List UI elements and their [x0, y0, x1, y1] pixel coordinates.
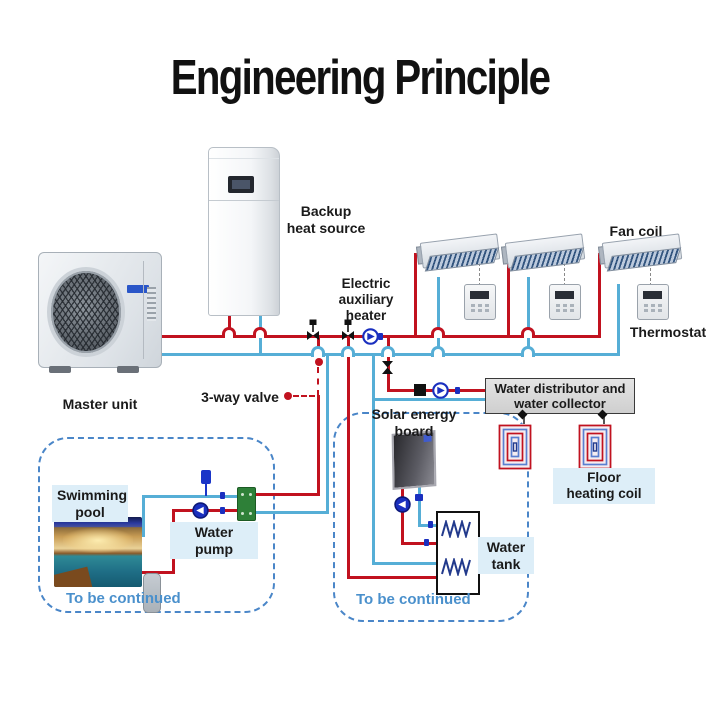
backup-heat-source-label: Backup heat source	[286, 203, 366, 236]
pipe-cold-pool-line	[142, 495, 238, 498]
water-tank-image	[436, 511, 480, 595]
union-fitting	[455, 387, 460, 394]
three-way-valve-label: 3-way valve	[201, 389, 279, 405]
pool-valve-icon	[201, 470, 211, 496]
valve-fitting	[415, 494, 423, 501]
swimming-pool-photo	[54, 517, 142, 587]
cross-valve-icon	[414, 384, 426, 396]
pipe-arc	[521, 346, 535, 357]
union-fitting	[378, 333, 383, 340]
pipe-arc	[431, 346, 445, 357]
pipe-arc	[253, 327, 267, 338]
thermostat-lead	[479, 258, 480, 286]
tank-coil-icon	[441, 558, 471, 576]
pointer-dot	[284, 392, 292, 400]
master-unit-label: Master unit	[62, 396, 138, 412]
union-fitting	[220, 492, 225, 499]
pipe-hot-fc3-riser	[598, 255, 601, 338]
pipe-hot-junction-dot	[315, 358, 323, 366]
union-fitting	[428, 521, 433, 528]
page-title: Engineering Principle	[170, 51, 551, 105]
floor-heating-coil-label: Floor heating coil	[553, 468, 655, 504]
pipe-cold-tank-drop	[372, 356, 375, 565]
floor-heating-coil-2	[578, 424, 612, 470]
control-display	[228, 176, 254, 193]
pipe-hot-pool-out	[139, 571, 175, 574]
pipe-hot-fc1-riser	[414, 255, 417, 335]
pipe-hot-tank-bottom	[347, 576, 439, 579]
tank-coil-icon	[441, 520, 471, 538]
backup-heat-source-image	[208, 147, 280, 316]
thermostat-label: Thermostat	[629, 324, 707, 340]
three-way-valve-icon	[342, 319, 354, 340]
electric-auxiliary-heater-label: Electric auxiliary heater	[338, 276, 394, 323]
pipe-hot-to-tank	[347, 338, 350, 579]
thermostat-3	[637, 284, 669, 320]
thermostat-1	[464, 284, 496, 320]
pipe-cold-solar	[418, 481, 421, 527]
union-fitting	[424, 539, 429, 546]
pump-icon	[362, 328, 379, 345]
fan-grille-icon	[47, 267, 125, 357]
pipe-coil1-stub	[523, 412, 525, 425]
master-unit-image	[38, 252, 162, 613]
water-distributor-box: Water distributor and water collector	[485, 378, 635, 414]
water-pump-label: Water pump	[170, 522, 258, 560]
union-fitting	[220, 507, 225, 514]
fan-coil-unit-2	[500, 233, 588, 286]
pipe-arc	[521, 327, 535, 338]
thermostat-lead	[564, 258, 565, 286]
pump-icon	[432, 382, 449, 399]
solar-energy-board-label: Solar energy board	[371, 406, 457, 439]
pipe-cold-fc2-riser	[527, 277, 530, 348]
thermostat-2	[549, 284, 581, 320]
fan-coil-label: Fan coil	[609, 223, 663, 239]
side-vents	[147, 287, 156, 321]
pipe-coil2-stub	[603, 412, 605, 425]
fan-coil-unit-1	[415, 233, 503, 286]
pipe-arc	[311, 346, 325, 357]
pipe-cold-fc1-riser	[437, 277, 440, 348]
pipe-hot-valve1-stub	[317, 338, 320, 348]
pipe-cold-fc3-riser	[617, 284, 620, 356]
heat-exchanger	[237, 487, 256, 521]
to-be-continued-solar: To be continued	[356, 591, 471, 608]
pipe-hot-valve1-dashed	[317, 367, 319, 396]
pointer-dash	[293, 395, 315, 397]
pipe-arc	[381, 346, 395, 357]
water-pump-icon	[192, 502, 209, 519]
pipe-fitting	[143, 573, 161, 613]
brand-logo	[127, 285, 149, 293]
pipe-cold-pool-riser	[142, 497, 145, 537]
pipe-hot-exchanger-in	[253, 493, 320, 496]
solar-section-border	[333, 412, 529, 622]
floor-heating-coil-1	[498, 424, 532, 470]
water-tank-label: Water tank	[478, 537, 534, 575]
pipe-cold-exchanger-out	[252, 511, 329, 514]
pipe-arc	[222, 327, 236, 338]
pipe-hot-fc2-riser	[507, 255, 510, 335]
pipe-cold-distributor	[372, 398, 487, 401]
solar-pump-icon	[394, 496, 411, 513]
pipe-hot-to-pool	[317, 395, 320, 496]
water-distributor-label: Water distributor and water collector	[494, 380, 626, 411]
to-be-continued-pool: To be continued	[66, 590, 181, 607]
pipe-hot-solar	[401, 483, 404, 545]
pipe-cold-tank-in	[372, 562, 439, 565]
pipe-hot-solar-tank	[401, 542, 439, 545]
three-way-valve-icon	[307, 319, 319, 340]
fan-coil-unit-3	[597, 233, 685, 286]
thermostat-lead	[650, 258, 651, 286]
pipe-cold-pool-drop	[326, 356, 329, 513]
swimming-pool-label: Swimming pool	[52, 485, 128, 523]
pipe-arc	[431, 327, 445, 338]
pipe-arc	[341, 346, 355, 357]
shutoff-valve-icon	[382, 361, 393, 374]
pipe-hot-backup	[228, 312, 231, 330]
